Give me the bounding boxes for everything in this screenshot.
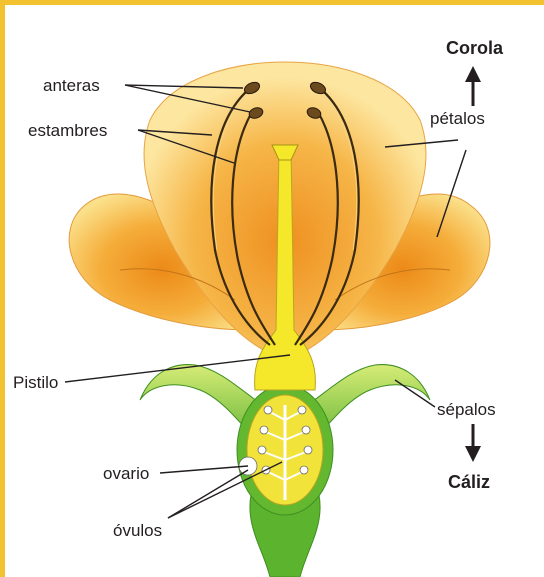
label-sepalos: sépalos [437, 400, 496, 419]
label-ovario: ovario [103, 464, 149, 483]
label-corola: Corola [446, 38, 504, 58]
arrow-down-icon [465, 424, 481, 462]
arrow-up-icon [465, 66, 481, 106]
label-pistilo: Pistilo [13, 373, 58, 392]
label-anteras: anteras [43, 76, 100, 95]
label-ovulos: óvulos [113, 521, 162, 540]
label-estambres: estambres [28, 121, 107, 140]
label-petalos: pétalos [430, 109, 485, 128]
label-caliz: Cáliz [448, 472, 490, 492]
